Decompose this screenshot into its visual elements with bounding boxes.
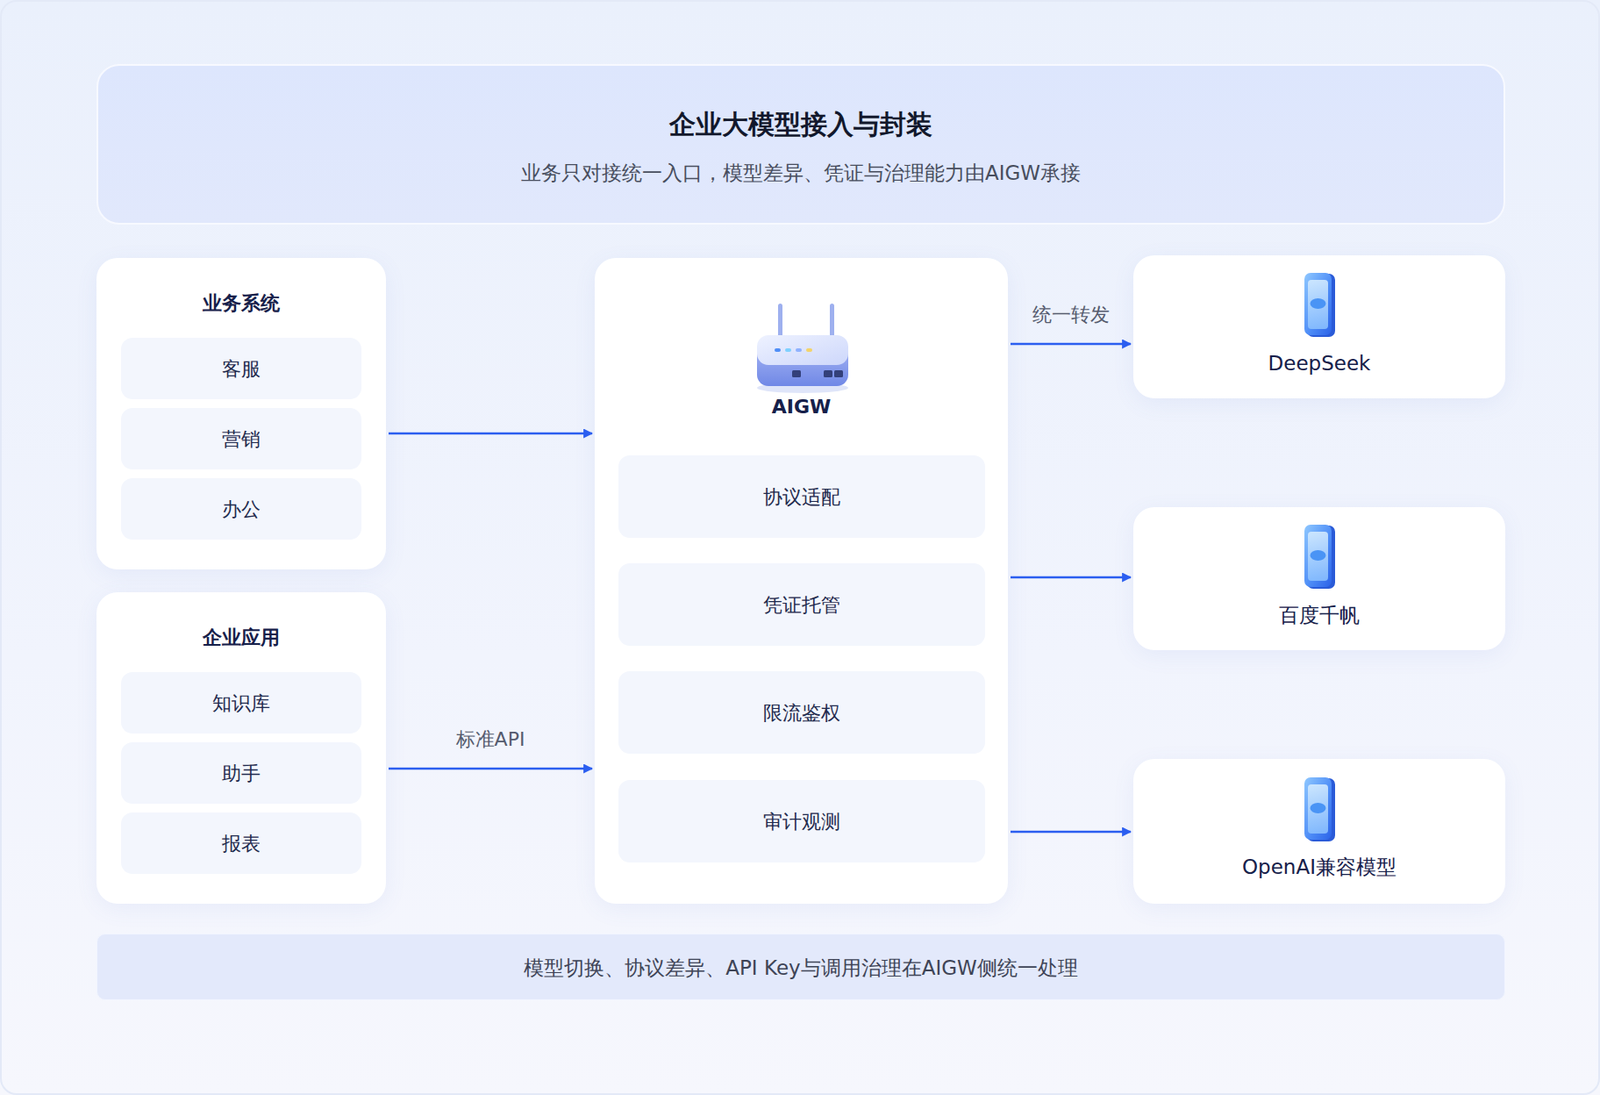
box-label: 客服 [121,355,362,383]
antenna [829,303,835,348]
gateway-card: AIGW 协议适配凭证托管限流鉴权审计观测 [594,257,1008,904]
model-card: 百度千帆 [1133,507,1506,650]
phone-body [1304,777,1332,840]
cloud [1310,550,1327,561]
box-label: 模型切换、协议差异、API Key与调用治理在AIGW侧统一处理 [97,953,1505,982]
phone-body [1304,524,1332,587]
phone-screen [1307,531,1329,581]
item-box: 报表 [121,812,362,874]
flow-arrow [388,432,593,436]
box-label: 审计观测 [618,807,986,836]
model-card: DeepSeek [1133,255,1506,399]
box-label: 办公 [121,495,362,523]
phone-body [1304,272,1332,336]
phone-icon [1304,524,1336,589]
status-light [785,348,792,352]
box-heading: 企业大模型接入与封装 [98,106,1504,143]
model-card: OpenAI兼容模型 [1133,758,1506,904]
item-box: 审计观测 [618,779,986,863]
router-top [757,335,849,365]
item-box: 客服 [121,337,362,400]
flow-arrow [388,767,593,771]
group-card: 业务系统客服营销办公 [96,257,386,570]
port [823,370,833,378]
edge-label: 标准API [402,726,579,753]
status-light [795,348,802,352]
flow-arrow [1010,342,1131,346]
title-band: 企业大模型接入与封装业务只对接统一入口，模型差异、凭证与治理能力由AIGW承接 [96,64,1506,225]
item-box: 知识库 [121,671,362,734]
box-heading: 企业应用 [96,623,386,651]
phone-edge [1307,525,1336,589]
router-body [757,343,849,386]
item-box: 办公 [121,478,362,540]
flow-arrow [1010,830,1131,834]
box-label: 限流鉴权 [618,699,986,727]
icon-shadow [757,382,849,393]
antenna [778,303,783,348]
edge-label: 统一转发 [983,301,1159,329]
phone-icon [1304,272,1336,337]
box-heading: 业务系统 [96,289,386,317]
phone-icon [1304,777,1336,842]
box-label: 助手 [121,759,362,787]
box-label: 报表 [121,829,362,858]
note-band: 模型切换、协议差异、API Key与调用治理在AIGW侧统一处理 [96,933,1506,1000]
status-light [774,348,781,352]
phone-screen [1307,279,1329,329]
status-light [806,348,813,352]
box-label: 凭证托管 [618,591,986,619]
router-icon [757,303,849,393]
item-box: 营销 [121,407,362,470]
group-card: 企业应用知识库助手报表 [96,592,386,904]
item-box: 协议适配 [618,455,986,538]
item-box: 限流鉴权 [618,671,986,754]
flow-arrow [1010,576,1131,579]
box-label: 知识库 [121,689,362,717]
cloud [1310,802,1327,814]
box-label: 营销 [121,425,362,453]
phone-edge [1307,273,1336,337]
item-box: 凭证托管 [618,563,986,646]
port [792,370,801,378]
box-heading: OpenAI兼容模型 [1133,852,1506,881]
box-heading: AIGW [594,392,1008,421]
box-subtitle: 业务只对接统一入口，模型差异、凭证与治理能力由AIGW承接 [98,158,1504,187]
item-box: 助手 [121,742,362,804]
phone-screen [1307,784,1329,834]
port [834,370,843,378]
cloud [1310,298,1327,309]
phone-edge [1307,778,1336,842]
box-heading: DeepSeek [1133,349,1506,378]
box-label: 协议适配 [618,483,986,511]
box-heading: 百度千帆 [1133,600,1506,629]
